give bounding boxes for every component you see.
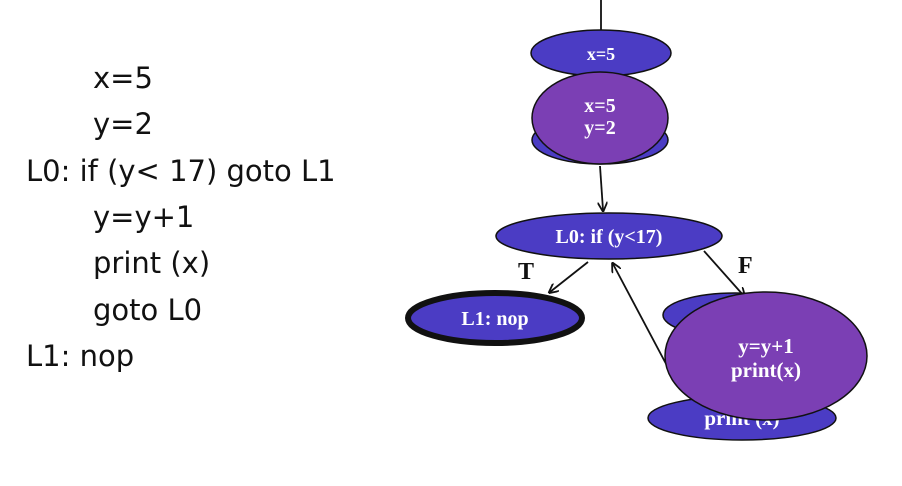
node-merged-print-label: print(x): [731, 358, 801, 382]
node-merged-yy1-label: y=y+1: [738, 334, 793, 358]
node-merged-yy1-print: [664, 291, 868, 421]
node-merged-y2-label: y=2: [584, 117, 615, 139]
code-line-3: L0: if (y< 17) goto L1: [26, 154, 336, 188]
code-line-7: L1: nop: [26, 339, 135, 373]
node-l1-nop-label: L1: nop: [461, 308, 528, 330]
code-line-5: print (x): [93, 246, 211, 280]
code-line-1: x=5: [93, 61, 153, 95]
loop-back-arrow: [613, 264, 674, 378]
node-l0-if: [495, 212, 723, 260]
false-branch-arrow: [703, 250, 744, 296]
merged-to-if-arrow: [600, 165, 603, 210]
node-l1-nop: [405, 290, 585, 346]
node-x5-back-label: x=5: [587, 44, 615, 64]
false-branch-label: F: [738, 253, 753, 279]
code-line-6: goto L0: [93, 293, 203, 327]
node-merged-x5-label: x=5: [584, 95, 615, 117]
code-line-4: y=y+1: [93, 200, 195, 234]
true-branch-arrow: [550, 261, 589, 292]
true-branch-label: T: [518, 259, 534, 285]
node-l0-if-label: L0: if (y<17): [556, 226, 663, 248]
node-merged-x5-y2: [531, 71, 669, 165]
code-line-2: y=2: [93, 107, 153, 141]
